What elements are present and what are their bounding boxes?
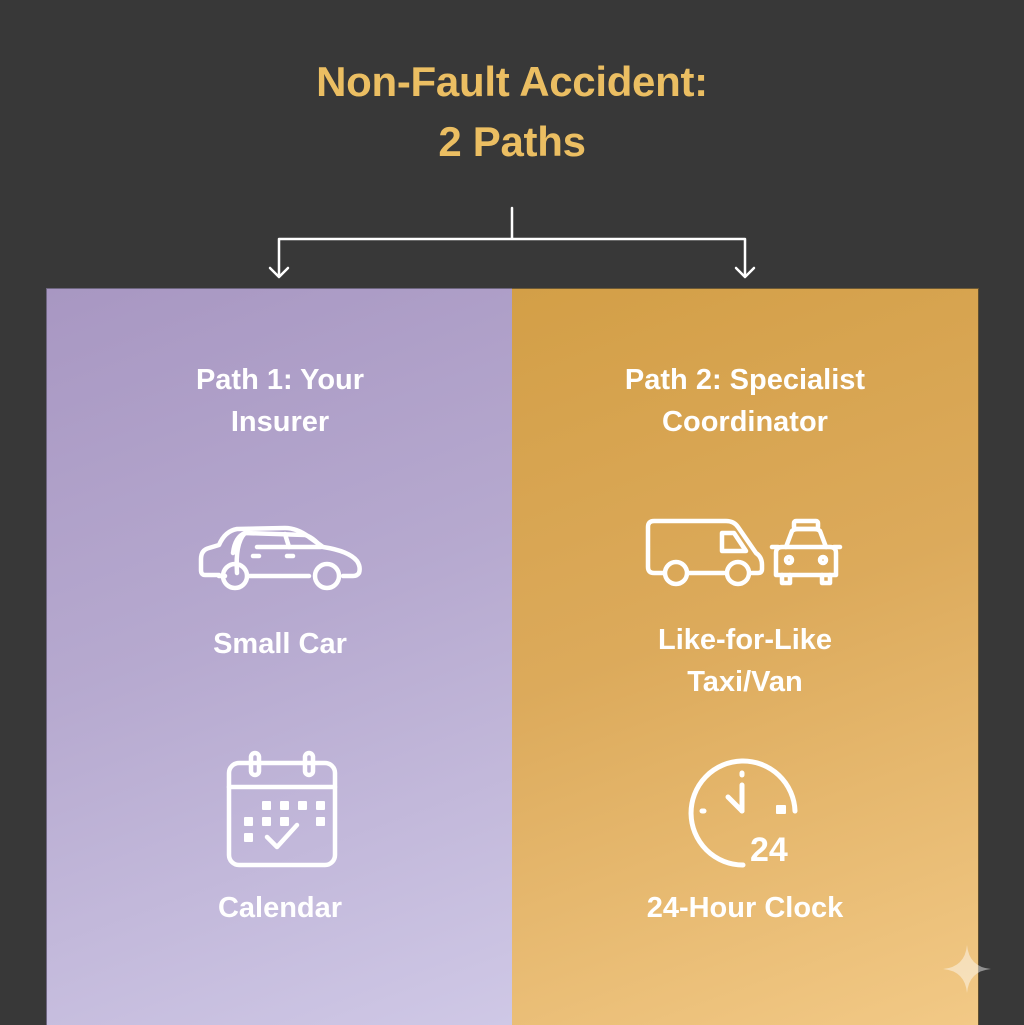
title-line-2: 2 Paths [438,118,586,165]
calendar-check-icon [226,750,338,868]
clock-label-text: 24-Hour Clock [646,892,844,924]
connector-bracket [277,237,747,278]
path-2-heading-line-1: Path 2: Specialist [624,364,866,396]
calendar-label: Calendar [47,887,513,929]
path-1-heading-line-1: Path 1: Your [195,364,365,396]
taxi-van-label-line-1: Like-for-Like [657,624,833,656]
taxi-van-label-line-2: Taxi/Van [687,666,803,698]
path-2-heading-line-2: Coordinator [662,406,828,438]
title-line-1: Non-Fault Accident: [316,58,708,105]
arrow-left-icon [268,266,290,279]
path-1-panel: Path 1: Your Insurer Small Car [46,288,513,1025]
van-icon [645,518,765,576]
path-1-heading-line-2: Insurer [230,406,330,438]
diagram-title: Non-Fault Accident: 2 Paths [0,52,1024,172]
small-car-label: Small Car [47,623,513,665]
small-car-icon [198,525,362,591]
van-and-taxi-icon [645,518,843,587]
clock-label: 24-Hour Clock [512,887,978,929]
path-2-panel: Path 2: Specialist Coordinator Like-for-… [512,288,979,1025]
taxi-van-label: Like-for-Like Taxi/Van [512,619,978,703]
path-2-heading: Path 2: Specialist Coordinator [512,359,978,443]
calendar-label-text: Calendar [217,892,343,924]
clock-24-badge: 24 [750,831,788,869]
sparkle-icon [943,945,991,993]
clock-24-hour-icon: 24 [688,758,798,869]
small-car-label-text: Small Car [213,628,347,660]
path-1-heading: Path 1: Your Insurer [47,359,513,443]
arrow-right-icon [734,266,756,279]
